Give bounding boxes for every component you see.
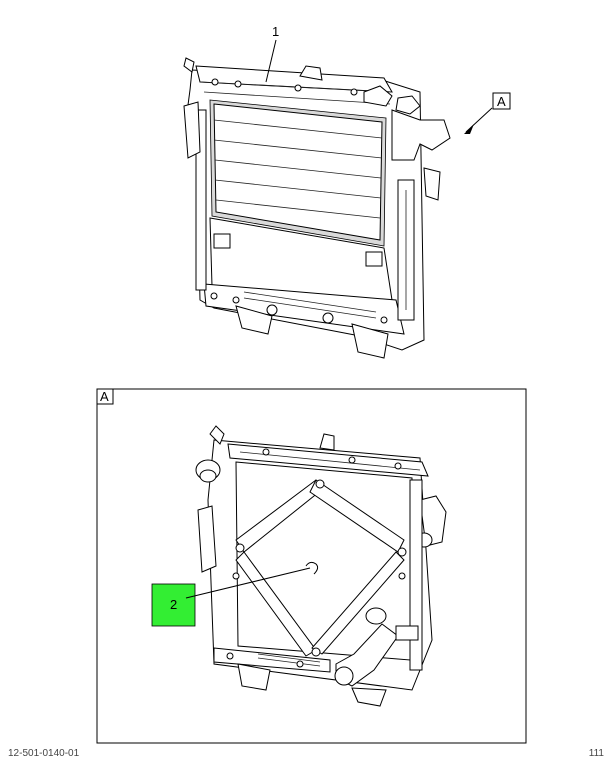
view-a-reference-label: A bbox=[497, 94, 506, 109]
callout-2-label: 2 bbox=[170, 597, 177, 612]
radiator-assembly-rear-view bbox=[195, 425, 447, 707]
callout-2-leader bbox=[185, 567, 311, 599]
view-a-reference: A bbox=[464, 92, 511, 134]
callout-1-leader bbox=[265, 39, 277, 83]
footer-right-code: 111 bbox=[588, 748, 604, 759]
view-a-frame-tag bbox=[96, 388, 114, 405]
view-a-frame-label: A bbox=[100, 389, 109, 404]
callout-1-label: 1 bbox=[272, 24, 279, 39]
view-a-frame bbox=[96, 388, 527, 744]
footer-left-code: 12-501-0140-01 bbox=[8, 748, 80, 759]
view-a-arrowhead bbox=[464, 124, 474, 134]
radiator-assembly-top-view bbox=[183, 57, 451, 359]
callout-2-highlight-box bbox=[151, 583, 196, 627]
